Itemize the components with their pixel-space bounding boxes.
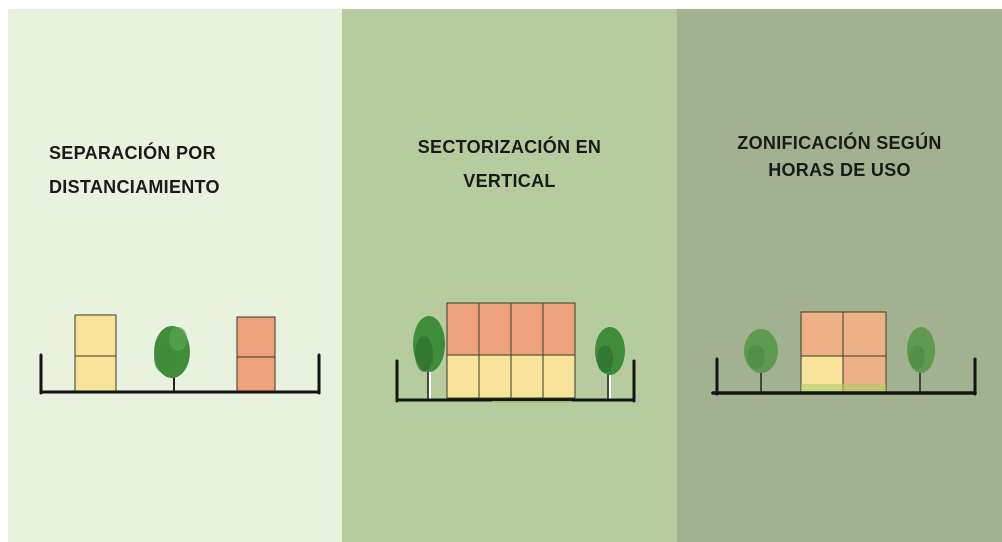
ground-line xyxy=(711,357,977,396)
panel-zonificacion: ZONIFICACIÓN SEGÚN HORAS DE USO xyxy=(677,9,1002,542)
building-mixed-use xyxy=(800,311,887,394)
tree-icon xyxy=(154,326,190,392)
building-upper-floor xyxy=(446,302,576,356)
tree-icon xyxy=(907,327,935,394)
panel-title-line: VERTICAL xyxy=(463,171,556,191)
panel-title-line: SEPARACIÓN POR xyxy=(49,143,216,163)
ground-line xyxy=(395,359,636,403)
diagram: SEPARACIÓN POR DISTANCIAMIENTO xyxy=(8,9,1002,542)
panel-title-line: HORAS DE USO xyxy=(768,160,911,180)
panel-sectorizacion: SECTORIZACIÓN EN VERTICAL xyxy=(342,9,677,542)
panel-title-line: ZONIFICACIÓN SEGÚN xyxy=(737,133,942,153)
panel-title-zonificacion: ZONIFICACIÓN SEGÚN HORAS DE USO xyxy=(677,130,1002,184)
panel-title-separacion: SEPARACIÓN POR DISTANCIAMIENTO xyxy=(49,136,220,204)
tree-icon xyxy=(744,329,778,394)
building-yellow-lower xyxy=(74,355,117,393)
building-orange-lower xyxy=(236,356,276,393)
building-orange-upper xyxy=(236,316,276,358)
sketch-sectorizacion xyxy=(395,302,636,403)
building-lower-floor xyxy=(446,354,576,399)
sketch-separacion xyxy=(39,314,321,395)
panel-title-line: DISTANCIAMIENTO xyxy=(49,177,220,197)
ground-line xyxy=(39,353,321,395)
building-yellow-upper xyxy=(74,314,117,357)
tree-icon xyxy=(413,316,445,399)
tree-icon xyxy=(595,327,625,401)
panel-separacion: SEPARACIÓN POR DISTANCIAMIENTO xyxy=(8,9,342,542)
sketch-zonificacion xyxy=(711,311,977,396)
panel-title-line: SECTORIZACIÓN EN xyxy=(417,137,602,157)
panel-title-sectorizacion: SECTORIZACIÓN EN VERTICAL xyxy=(342,130,677,198)
